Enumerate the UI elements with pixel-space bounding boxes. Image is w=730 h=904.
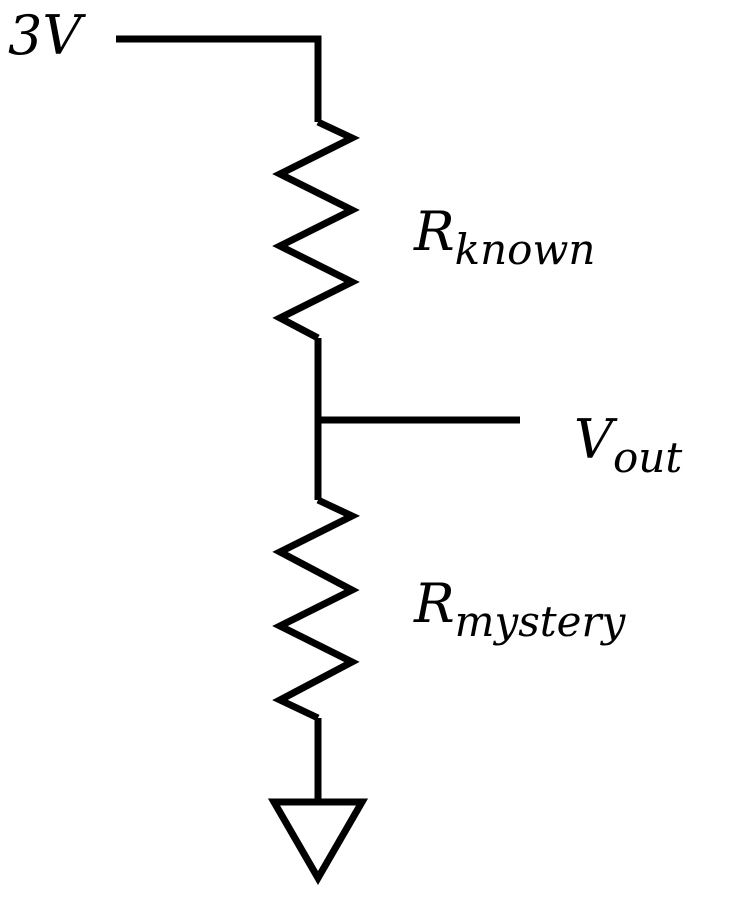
r-mystery-symbol: R [413, 572, 455, 635]
resistor-known [272, 118, 361, 342]
ground-symbol [267, 798, 369, 885]
vout-symbol: V [574, 408, 618, 471]
r-mystery-subscript: mystery [455, 597, 627, 646]
supply-voltage-label: 3V [8, 4, 86, 67]
vout-subscript: out [613, 433, 682, 482]
resistor-mystery [272, 496, 361, 722]
vout-label: Vout [574, 408, 682, 482]
r-mystery-label: Rmystery [413, 572, 627, 646]
r-known-label: Rknown [413, 200, 595, 274]
supply-wire [116, 35, 322, 122]
r-known-symbol: R [413, 200, 455, 263]
r-known-subscript: known [455, 225, 596, 274]
